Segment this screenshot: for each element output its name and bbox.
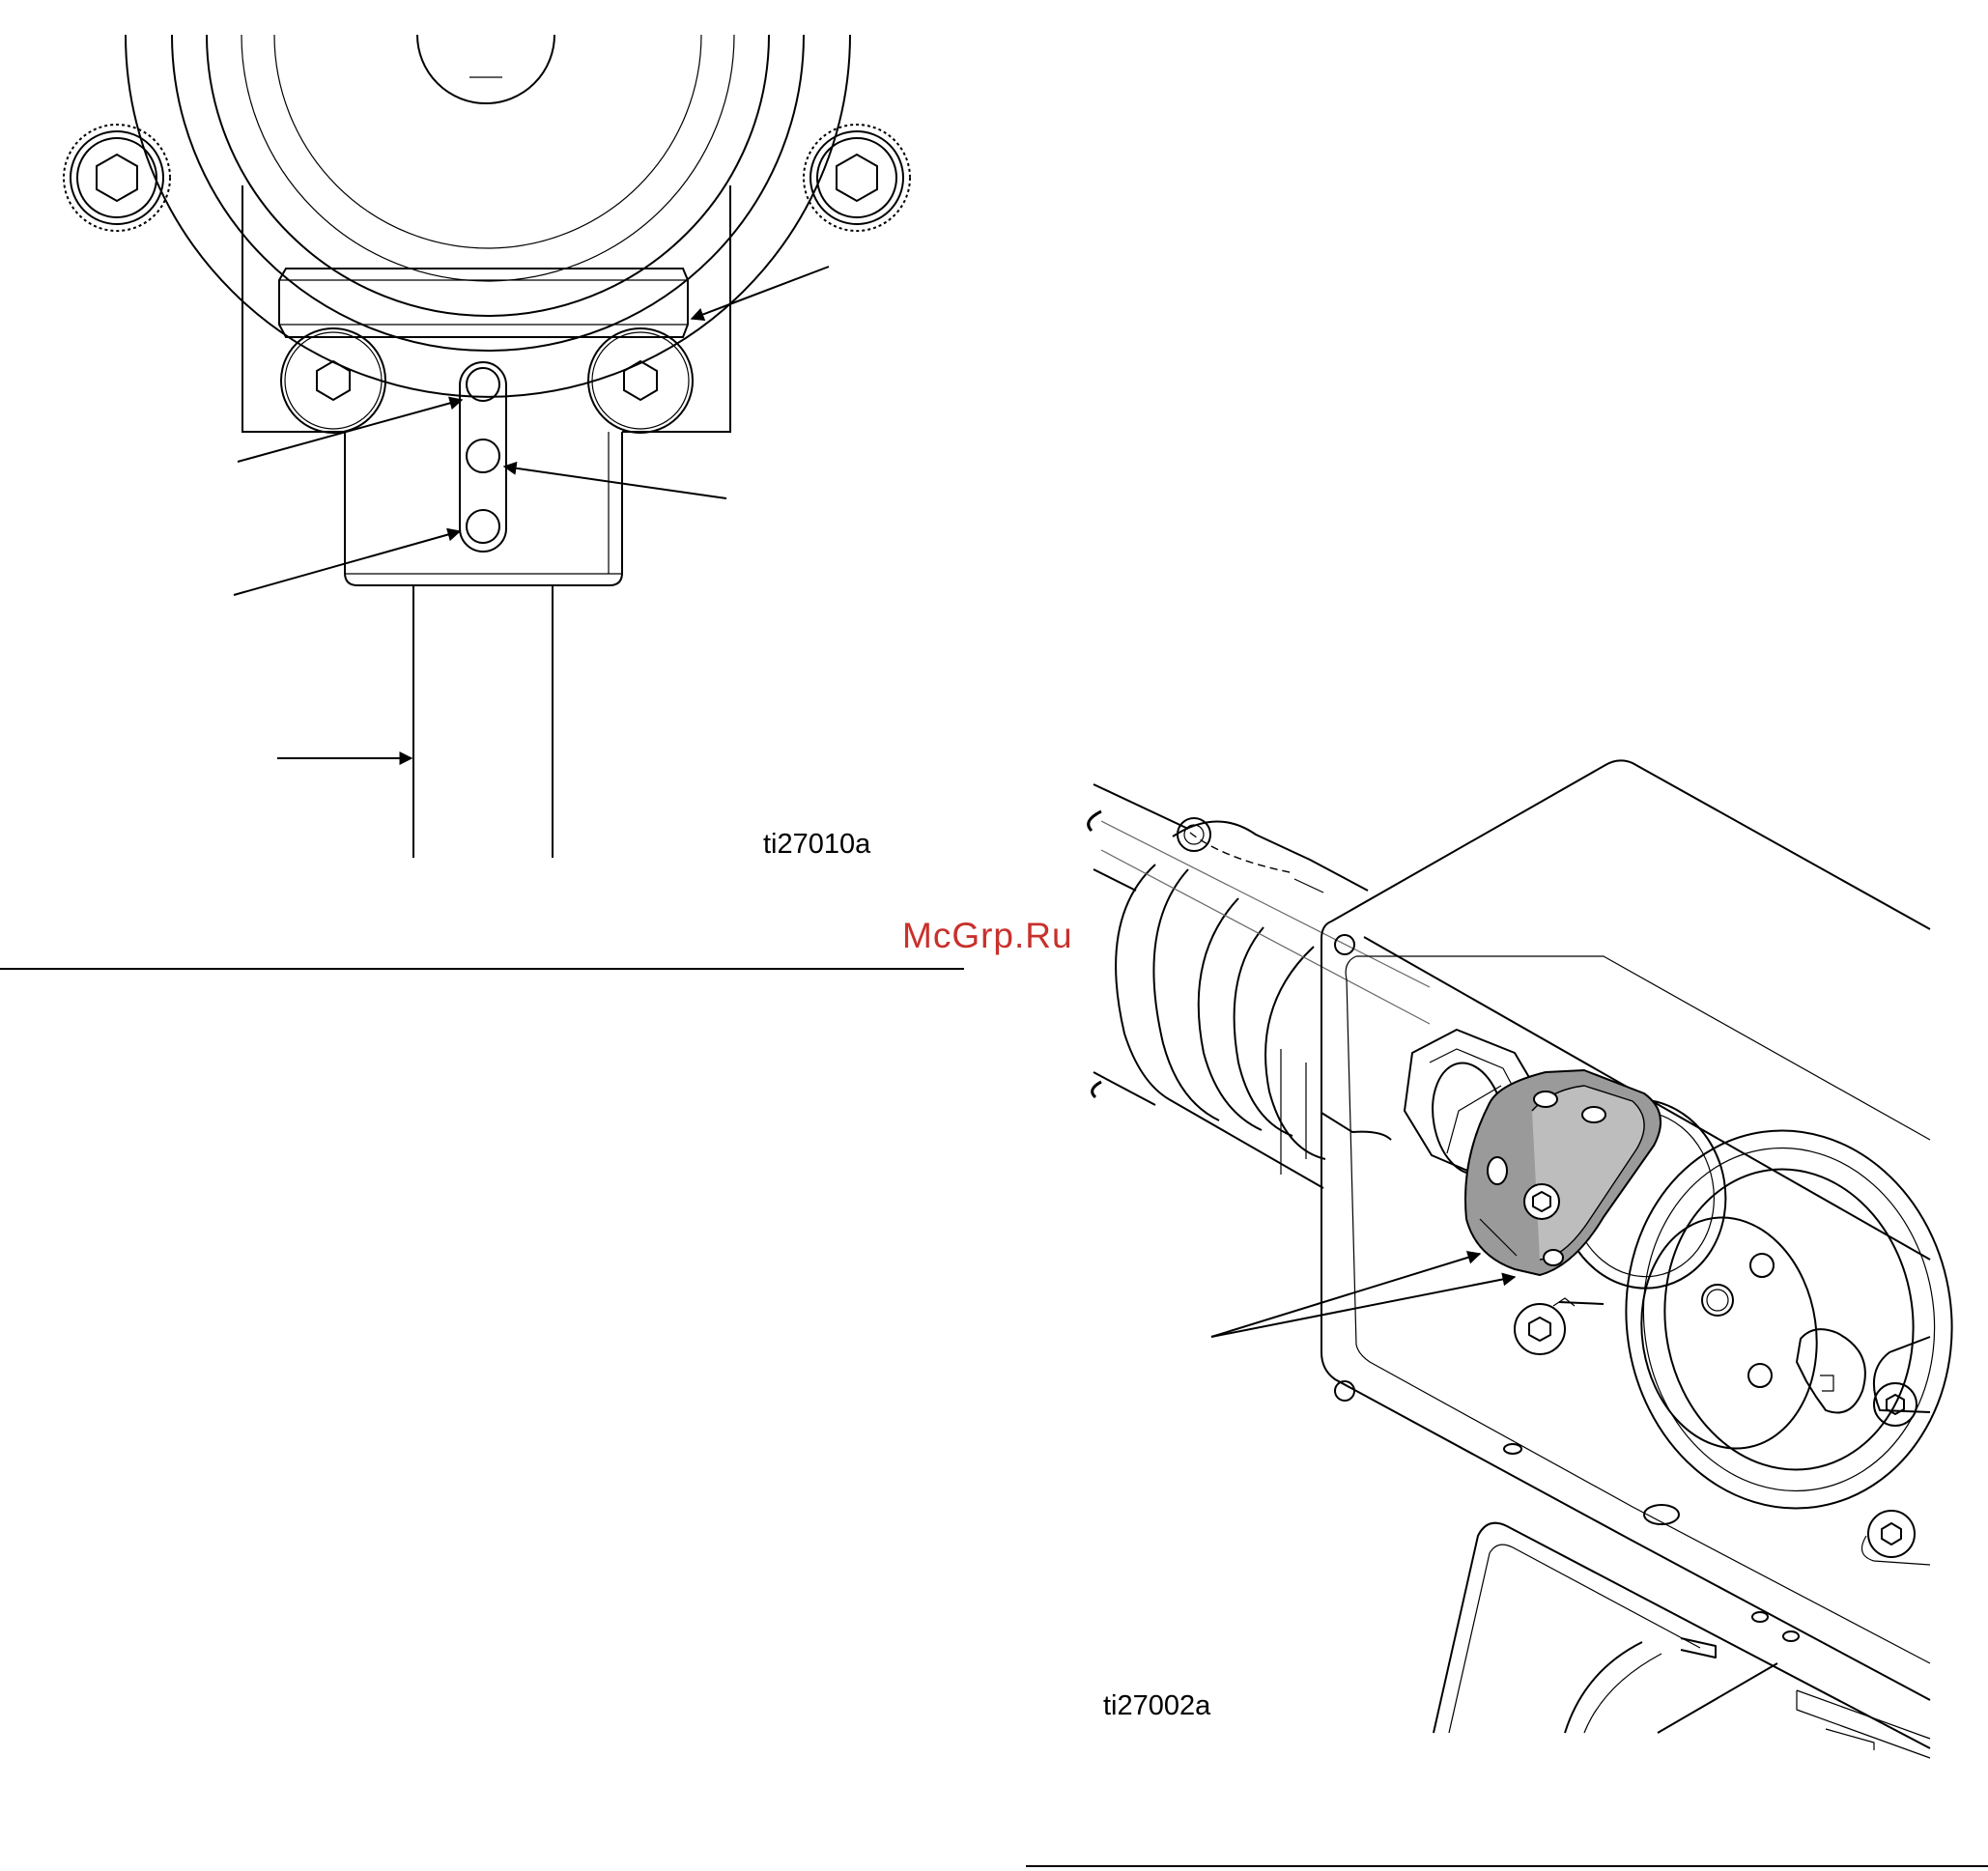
- slot-hole-middle: [467, 439, 499, 472]
- figure-id-label-2: ti27002a: [1103, 1690, 1210, 1722]
- figure-top-view: [64, 35, 910, 858]
- bolt-lower-right: [588, 328, 693, 433]
- watermark-text: McGrp.Ru: [902, 916, 1073, 956]
- output-flange: [1602, 1110, 1975, 1530]
- gear-housing: [1321, 760, 1930, 1700]
- flange-screw-upper: [1874, 1337, 1930, 1426]
- callout-leaders-fig2: [1211, 1254, 1515, 1337]
- lower-block: [345, 432, 622, 585]
- clamp-collar: [1465, 1070, 1661, 1275]
- base-frame: [1434, 1523, 1930, 1758]
- figure-id-label-1: ti27010a: [763, 829, 870, 861]
- figure-isometric-view: [1089, 760, 1976, 1758]
- callout-leaders-fig1: [234, 267, 829, 758]
- slot-hole-bottom: [467, 510, 499, 543]
- flange-screw-lower: [1862, 1511, 1931, 1565]
- mounting-plate: [242, 185, 730, 432]
- motor-cylinder: [1089, 784, 1430, 1188]
- housing-arcs: [126, 35, 850, 397]
- set-screw-lower: [1515, 1298, 1575, 1354]
- bolt-lower-left: [281, 328, 385, 433]
